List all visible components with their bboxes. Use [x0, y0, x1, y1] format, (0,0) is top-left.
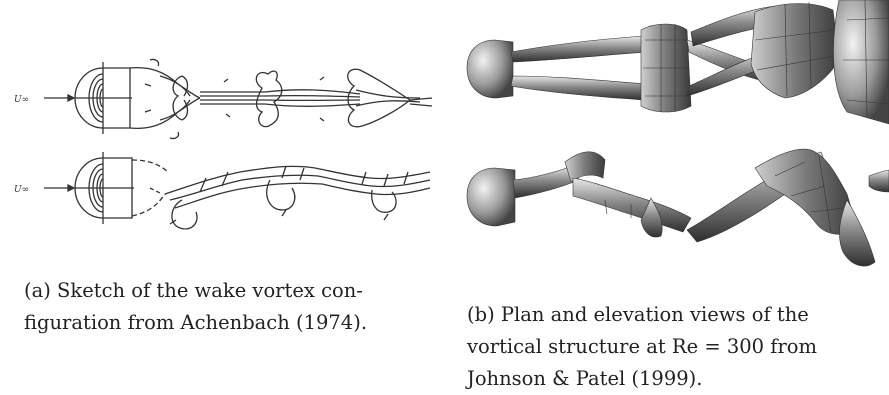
caption-b-line-2: vortical structure at Re = 300 from — [467, 331, 817, 363]
caption-b-line-1: (b) Plan and elevation views of the — [467, 299, 817, 331]
figure-b-render — [455, 0, 889, 272]
caption-a-line-2: figuration from Achenbach (1974). — [24, 307, 367, 339]
caption-b: (b) Plan and elevation views of the vort… — [467, 299, 817, 395]
freestream-label-top: U∞ — [14, 95, 29, 105]
freestream-label-bottom: U∞ — [14, 185, 29, 195]
figure-a-sketch: U∞ U∞ — [0, 0, 445, 260]
caption-b-line-3: Johnson & Patel (1999). — [467, 363, 817, 395]
plan-view — [467, 0, 889, 124]
caption-a-line-1: (a) Sketch of the wake vortex con- — [24, 275, 367, 307]
caption-a: (a) Sketch of the wake vortex con- figur… — [24, 275, 367, 339]
elevation-view — [467, 149, 889, 266]
